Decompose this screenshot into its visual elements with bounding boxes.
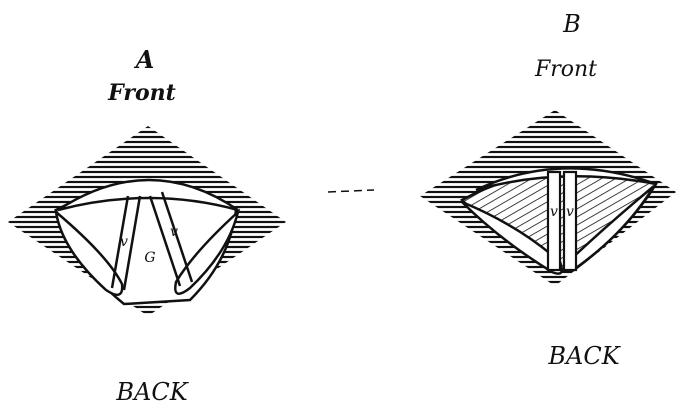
figure-b-left-vocal-cord [548,172,560,270]
figure-b-right-vocal-cord [564,172,576,270]
figure-b-front-label: Front [534,57,597,82]
separator-dash [328,190,374,192]
figure-b: B Front BACK v v [420,10,676,370]
figure-a-front-label: Front [107,80,176,106]
figure-b-letter: B [562,10,581,38]
figure-b-inner-label-right: v [566,204,574,220]
figure-a-inner-label-center: G [144,250,155,266]
figure-a-inner-label-right: v [170,224,178,240]
figure-a-letter: A [134,45,155,74]
figure-b-back-label: BACK [547,342,621,370]
figure-a: A Front BACK v G v [8,45,286,406]
figure-a-back-label: BACK [115,378,189,406]
figure-a-inner-label-left: v [120,234,128,250]
figure-b-inner-label-left: v [550,204,558,220]
